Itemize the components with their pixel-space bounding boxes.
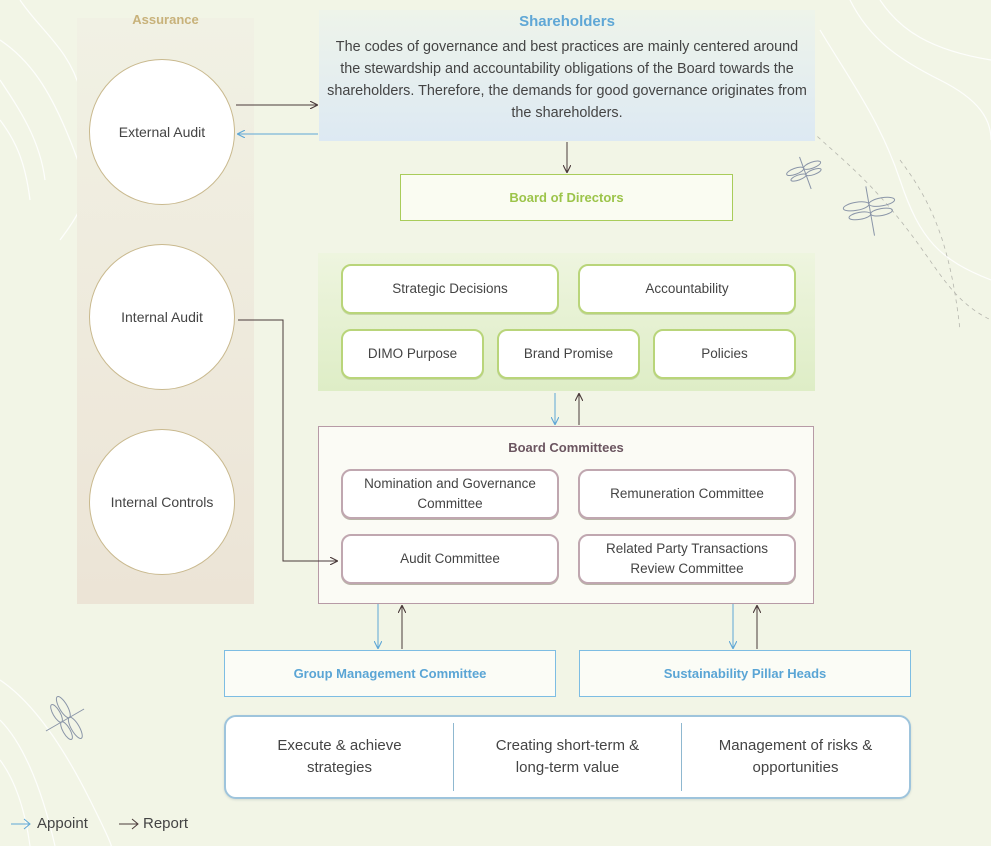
- internal-audit-circle: Internal Audit: [89, 244, 235, 390]
- outcome-value-creation: Creating short-term & long-term value: [495, 737, 640, 776]
- external-audit-circle: External Audit: [89, 59, 235, 205]
- accountability-pill: Accountability: [578, 264, 796, 314]
- internal-audit-report-arrow: [238, 319, 337, 561]
- sustainability-pillar-heads-box: Sustainability Pillar Heads: [579, 650, 911, 697]
- policies-pill: Policies: [653, 329, 796, 379]
- appoint-arrow-icon: [11, 818, 31, 829]
- brand-promise-pill: Brand Promise: [497, 329, 640, 379]
- outcome-execute-strategies: Execute & achieve strategies: [277, 737, 402, 776]
- board-of-directors-box: Board of Directors: [400, 174, 733, 221]
- legend-appoint: Appoint: [10, 815, 88, 832]
- legend-appoint-label: Appoint: [37, 815, 88, 832]
- outcomes-box: Execute & achieve strategies Creating sh…: [224, 715, 911, 799]
- shareholders-box: Shareholders The codes of governance and…: [319, 10, 815, 141]
- internal-controls-circle: Internal Controls: [89, 429, 235, 575]
- dragonfly-icon: [786, 156, 822, 190]
- board-committees-title: Board Committees: [508, 440, 624, 455]
- report-arrow-icon: [119, 818, 139, 829]
- related-party-transactions-committee-pill: Related Party Transactions Review Commit…: [578, 534, 796, 584]
- outcome-divider: [681, 723, 682, 791]
- dragonfly-icon: [842, 186, 896, 236]
- remuneration-committee-pill: Remuneration Committee: [578, 469, 796, 519]
- audit-committee-pill: Audit Committee: [341, 534, 559, 584]
- nomination-governance-committee-pill: Nomination and Governance Committee: [341, 469, 559, 519]
- legend-report-label: Report: [143, 815, 189, 832]
- outcome-divider: [453, 723, 454, 791]
- shareholders-title: Shareholders: [519, 13, 615, 30]
- outcome-risk-management: Management of risks & opportunities: [718, 737, 873, 776]
- assurance-title: Assurance: [132, 12, 199, 27]
- strategic-decisions-pill: Strategic Decisions: [341, 264, 559, 314]
- legend-report: Report: [118, 815, 188, 832]
- dimo-purpose-pill: DIMO Purpose: [341, 329, 484, 379]
- dragonfly-icon: [45, 696, 85, 740]
- group-management-committee-box: Group Management Committee: [224, 650, 556, 697]
- shareholders-description: The codes of governance and best practic…: [327, 39, 807, 121]
